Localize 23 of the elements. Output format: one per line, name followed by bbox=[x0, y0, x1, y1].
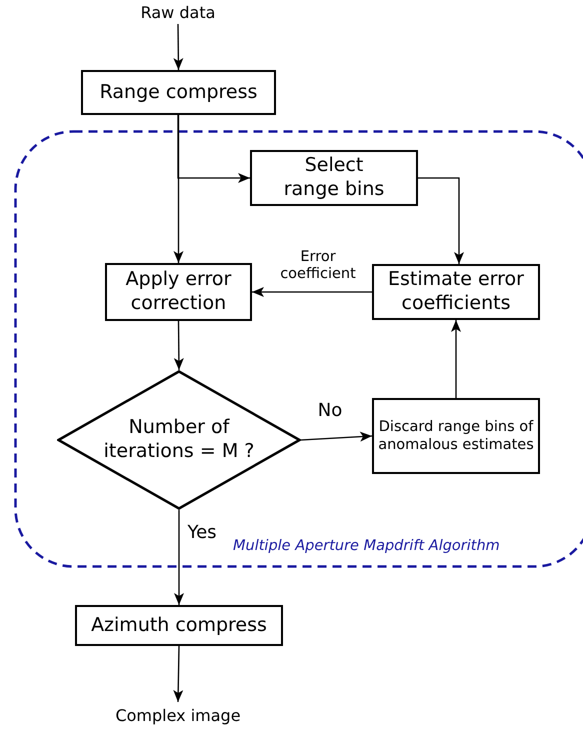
process-box: Apply error correction bbox=[105, 263, 252, 321]
arrow bbox=[174, 115, 184, 263]
process-box: Azimuth compress bbox=[75, 605, 283, 646]
arrow bbox=[174, 510, 184, 605]
flow-label: Raw data bbox=[118, 0, 238, 24]
region-title: Multiple Aperture Mapdrift Algorithm bbox=[233, 538, 500, 554]
arrow bbox=[173, 646, 184, 702]
flow-label: Complex image bbox=[88, 702, 268, 728]
edge-label: Error coefficient bbox=[279, 249, 357, 284]
arrow bbox=[173, 24, 184, 70]
edge-label: No bbox=[316, 400, 344, 422]
arrow bbox=[252, 287, 372, 297]
arrow bbox=[300, 432, 372, 442]
arrow bbox=[451, 320, 461, 398]
process-box: Estimate error coefficients bbox=[372, 264, 540, 320]
process-box: Select range bins bbox=[250, 150, 418, 206]
process-box: Range compress bbox=[81, 70, 276, 115]
edge-label: Yes bbox=[186, 522, 218, 544]
arrow bbox=[418, 177, 464, 264]
decision-diamond: Number of iterations = M ? bbox=[57, 370, 301, 510]
arrow bbox=[174, 321, 184, 370]
arrow bbox=[177, 115, 250, 183]
process-box: Discard range bins of anomalous estimates bbox=[372, 398, 540, 474]
